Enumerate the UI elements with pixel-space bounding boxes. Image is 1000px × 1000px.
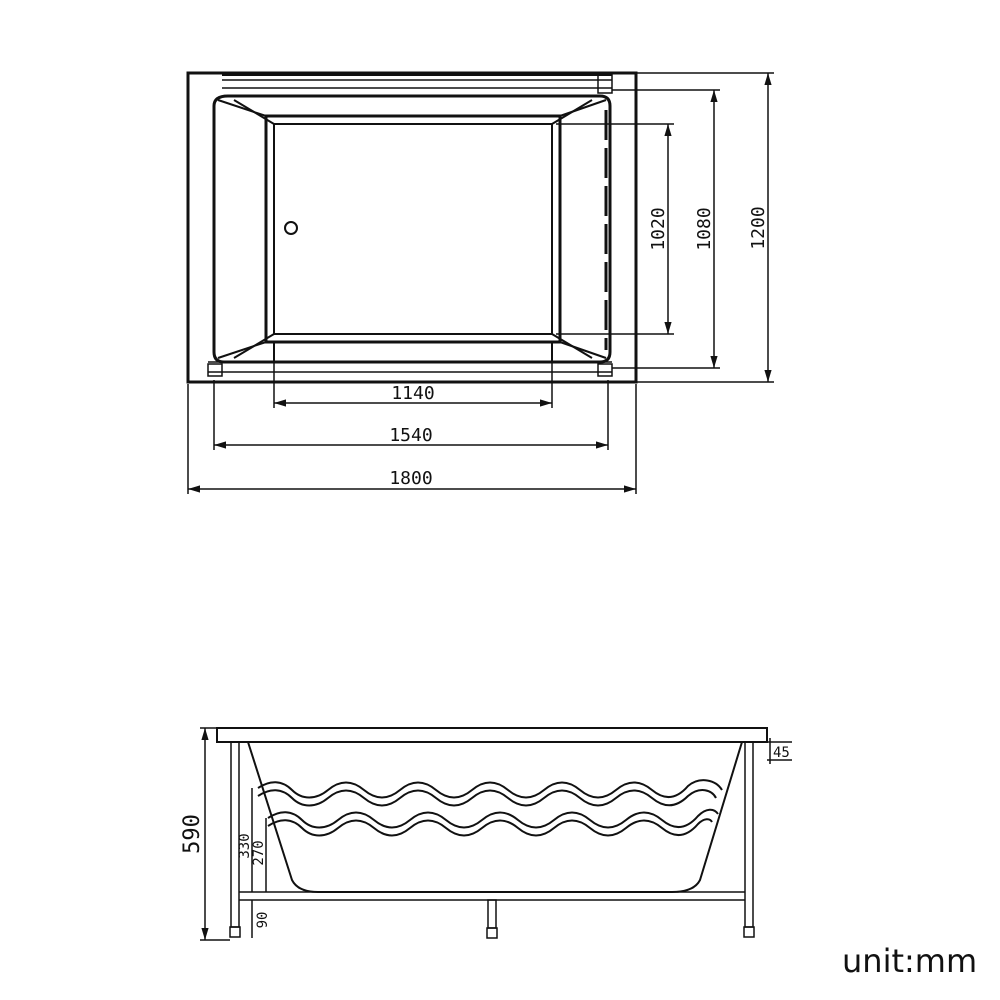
water-level-high [257, 779, 723, 799]
unit-label: unit:mm [842, 942, 978, 980]
dim-leg-height: 90 [255, 912, 271, 929]
dim-mid-width: 1540 [389, 425, 432, 446]
rim [216, 727, 768, 743]
dim-mid-depth: 1080 [694, 207, 715, 250]
dim-total-height: 590 [180, 814, 205, 854]
basin-floor [264, 114, 562, 344]
dim-inner-width: 1140 [391, 383, 434, 404]
water-level-low [267, 808, 719, 829]
drain-icon [284, 221, 298, 235]
basin-outline [212, 94, 612, 364]
dim-outer-depth: 1200 [748, 206, 769, 249]
dim-inner-depth: 1020 [648, 207, 669, 250]
dim-water-high: 330 [237, 833, 253, 858]
outer-rim [186, 71, 638, 384]
dim-water-low: 270 [251, 840, 267, 865]
side-view: 590 330 270 90 45 [180, 727, 792, 941]
dim-outer-width: 1800 [389, 468, 432, 489]
top-view: 1140 1540 1800 1020 1080 1200 [186, 71, 774, 494]
tub-body [247, 741, 743, 893]
dim-rim-thickness: 45 [773, 745, 790, 761]
